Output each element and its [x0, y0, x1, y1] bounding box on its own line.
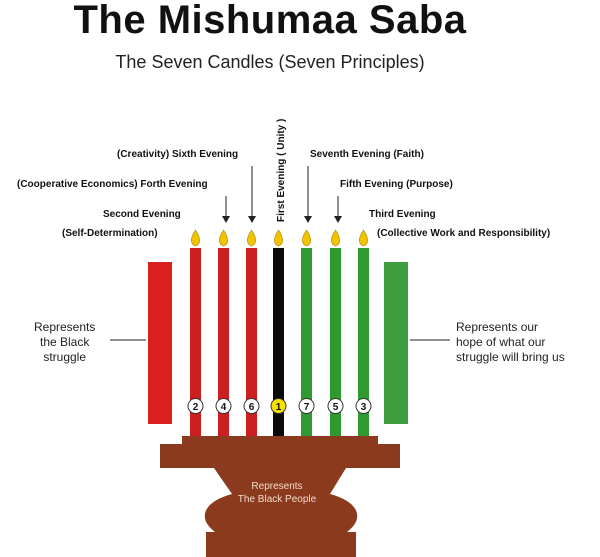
candle-6 — [246, 248, 257, 444]
red-bar — [148, 262, 172, 424]
label-self-determination: (Self-Determination) — [62, 228, 158, 239]
arrowhead-sixth — [248, 216, 256, 223]
left-description-line: the Black — [40, 335, 90, 349]
holder-bowl — [204, 468, 358, 534]
flame-icon — [219, 229, 228, 247]
candle-5 — [330, 248, 341, 444]
candle-number: 4 — [221, 402, 227, 413]
label-seventh-faith: Seventh Evening (Faith) — [310, 149, 424, 160]
flame-icon — [359, 229, 368, 247]
number-circle-1 — [270, 398, 287, 414]
arrowhead-fourth — [222, 216, 230, 223]
holder-top-rim — [182, 436, 378, 444]
arrowhead-seventh — [304, 216, 312, 223]
left-description-line: Represents — [34, 320, 96, 334]
flame-icon — [247, 229, 256, 247]
label-fifth-purpose: Fifth Evening (Purpose) — [340, 179, 453, 190]
candle-1 — [273, 248, 284, 444]
label-cooperative-fourth: (Cooperative Economics) Forth Evening — [17, 179, 208, 190]
right-description-line: Represents our — [456, 320, 539, 334]
flame-icon — [191, 229, 200, 247]
flame-icon — [302, 229, 311, 247]
number-circle-6 — [243, 398, 260, 414]
arrowhead-fifth — [334, 216, 342, 223]
label-first-evening-unity: First Evening ( Unity ) — [276, 119, 287, 222]
candle-2 — [190, 248, 201, 444]
right-description-line: hope of what our — [456, 335, 546, 349]
base-description-line: The Black People — [237, 494, 317, 505]
candle-number: 6 — [249, 402, 255, 413]
number-circle-4 — [215, 398, 232, 414]
number-circle-3 — [355, 398, 372, 414]
right-bar-description: Represents our hope of what our struggle… — [456, 320, 565, 365]
label-collective-work: (Collective Work and Responsibility) — [377, 228, 551, 239]
label-creativity-sixth: (Creativity) Sixth Evening — [117, 149, 239, 160]
candle-holder — [160, 436, 400, 557]
flame-icon — [331, 229, 340, 247]
number-circle-5 — [327, 398, 344, 414]
candle-number: 7 — [304, 402, 310, 413]
left-description-line: struggle — [43, 350, 87, 364]
holder-tray — [160, 444, 400, 468]
page-subtitle: The Seven Candles (Seven Principles) — [115, 52, 425, 72]
flames — [191, 229, 368, 247]
candle-number-circles — [187, 398, 372, 414]
label-second-evening: Second Evening — [103, 209, 181, 220]
base-description: Represents The Black People — [217, 480, 337, 506]
candle-number: 3 — [361, 402, 367, 413]
candle-7 — [301, 248, 312, 444]
label-third-evening: Third Evening — [369, 209, 436, 220]
right-description-line: struggle will bring us — [456, 350, 565, 364]
candle-4 — [218, 248, 229, 444]
number-circle-7 — [298, 398, 315, 414]
candles — [190, 248, 369, 444]
left-bar-description: Represents the Black struggle — [34, 320, 95, 365]
flame-icon — [274, 229, 283, 247]
candle-3 — [358, 248, 369, 444]
candle-number: 5 — [333, 402, 339, 413]
base-description-line: Represents — [251, 481, 303, 492]
candle-number: 1 — [276, 402, 282, 413]
holder-foot — [206, 532, 356, 557]
page-title: The Mishumaa Saba — [73, 0, 467, 42]
number-circle-2 — [187, 398, 204, 414]
green-bar — [384, 262, 408, 424]
candle-number: 2 — [193, 402, 199, 413]
